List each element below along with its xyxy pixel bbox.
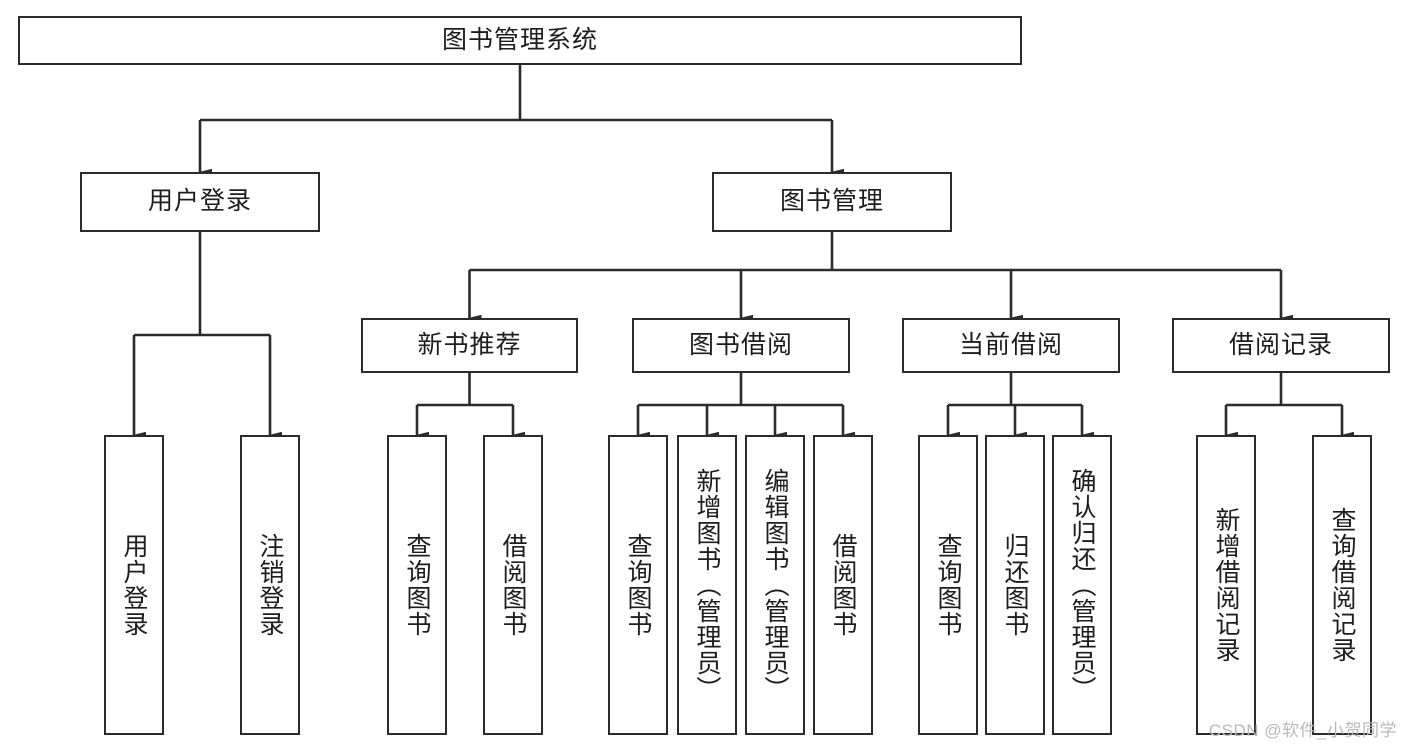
node-leaf-user-login-label: 用户登录 — [120, 533, 148, 637]
node-leaf-user-login[interactable]: 用户登录 — [104, 435, 164, 735]
node-user-login[interactable]: 用户登录 — [80, 172, 320, 232]
csdn-watermark: CSDN @软件_小贺同学 — [1208, 721, 1397, 740]
node-leaf-confirm-return[interactable]: 确认归还（管理员） — [1052, 435, 1112, 735]
node-leaf-query-record-label: 查询借阅记录 — [1328, 507, 1356, 663]
node-user-login-label: 用户登录 — [147, 187, 252, 216]
node-leaf-add-book[interactable]: 新增图书（管理员） — [677, 435, 737, 735]
node-leaf-add-record[interactable]: 新增借阅记录 — [1196, 435, 1256, 735]
node-book-manage-label: 图书管理 — [779, 187, 884, 216]
node-leaf-add-record-label: 新增借阅记录 — [1212, 507, 1240, 663]
node-leaf-logout-label: 注销登录 — [256, 533, 284, 637]
node-leaf-return-book[interactable]: 归还图书 — [985, 435, 1045, 735]
node-leaf-return-book-label: 归还图书 — [1001, 533, 1029, 637]
node-new-book-recommend-label: 新书推荐 — [417, 330, 522, 359]
node-leaf-borrow-book-1[interactable]: 借阅图书 — [483, 435, 543, 735]
node-leaf-borrow-book-2[interactable]: 借阅图书 — [813, 435, 873, 735]
node-borrow-record-label: 借阅记录 — [1228, 330, 1333, 359]
node-book-manage[interactable]: 图书管理 — [712, 172, 952, 232]
node-borrow-record[interactable]: 借阅记录 — [1172, 318, 1390, 373]
node-leaf-query-record[interactable]: 查询借阅记录 — [1312, 435, 1372, 735]
node-leaf-query-book-3-label: 查询图书 — [934, 533, 962, 637]
node-book-borrow-label: 图书借阅 — [688, 330, 793, 359]
node-leaf-query-book-3[interactable]: 查询图书 — [918, 435, 978, 735]
node-leaf-query-book-2-label: 查询图书 — [624, 533, 652, 637]
node-leaf-add-book-label: 新增图书（管理员） — [693, 468, 721, 702]
node-leaf-borrow-book-1-label: 借阅图书 — [499, 533, 527, 637]
node-root[interactable]: 图书管理系统 — [18, 16, 1022, 65]
node-root-label: 图书管理系统 — [441, 25, 598, 54]
node-leaf-query-book-2[interactable]: 查询图书 — [608, 435, 668, 735]
node-leaf-edit-book[interactable]: 编辑图书（管理员） — [745, 435, 805, 735]
node-leaf-edit-book-label: 编辑图书（管理员） — [761, 468, 789, 702]
node-leaf-borrow-book-2-label: 借阅图书 — [829, 533, 857, 637]
node-leaf-query-book-1[interactable]: 查询图书 — [387, 435, 447, 735]
node-new-book-recommend[interactable]: 新书推荐 — [361, 318, 578, 373]
node-current-borrow[interactable]: 当前借阅 — [902, 318, 1120, 373]
node-leaf-confirm-return-label: 确认归还（管理员） — [1068, 468, 1096, 702]
node-current-borrow-label: 当前借阅 — [958, 330, 1063, 359]
node-leaf-query-book-1-label: 查询图书 — [403, 533, 431, 637]
node-book-borrow[interactable]: 图书借阅 — [632, 318, 850, 373]
node-leaf-logout[interactable]: 注销登录 — [240, 435, 300, 735]
